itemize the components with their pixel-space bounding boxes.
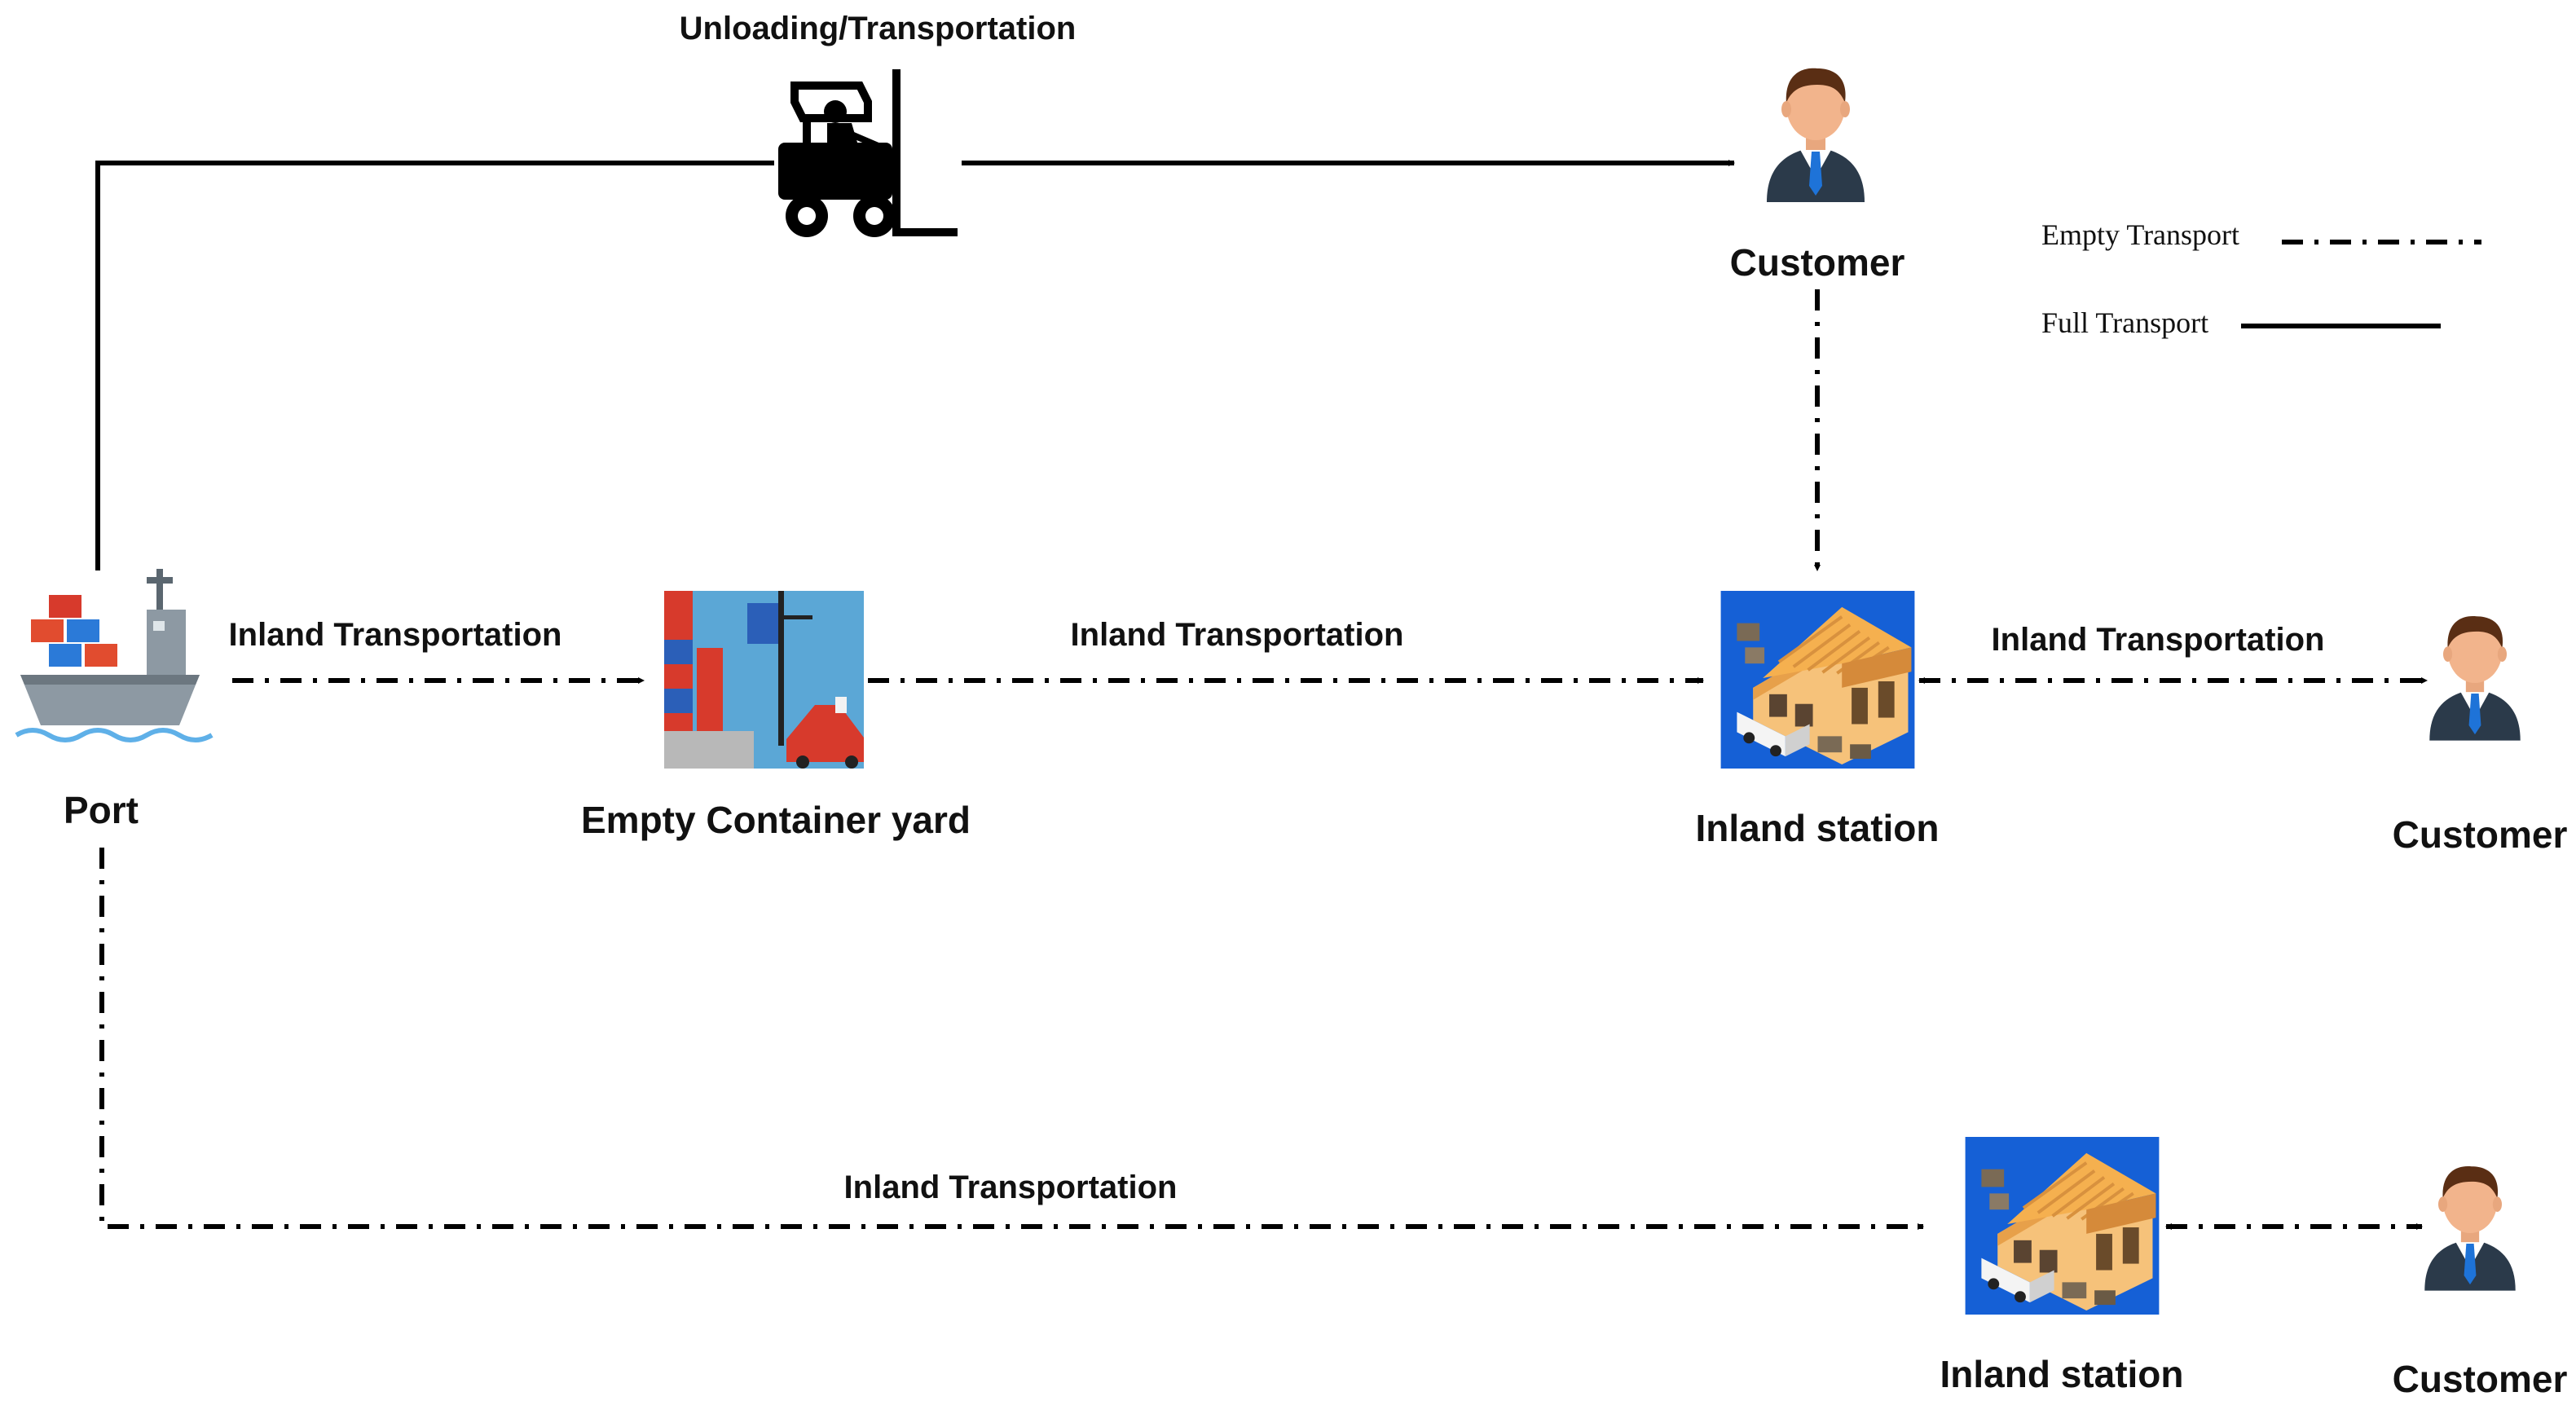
legend: Empty Transport Full Transport	[2041, 218, 2481, 339]
legend-label-empty: Empty Transport	[2041, 218, 2239, 251]
legend-label-full: Full Transport	[2041, 306, 2208, 339]
customer-icon	[2429, 616, 2521, 741]
node-label-customer-top: Customer	[1730, 241, 1905, 284]
node-label-inland-station-2: Inland station	[1940, 1353, 2184, 1395]
edge-label-yard-station: Inland Transportation	[1071, 617, 1404, 653]
empty-transport-edge-port-station2	[99, 848, 1924, 1230]
ship-icon	[15, 569, 214, 742]
full-transport-edge-port-customer	[95, 161, 774, 570]
edge-label-unloading: Unloading/Transportation	[680, 11, 1077, 46]
container-yard-icon	[664, 591, 864, 769]
edge-label-station-customer: Inland Transportation	[1992, 622, 2325, 658]
node-label-port: Port	[64, 789, 139, 831]
node-label-customer-bottom: Customer	[2393, 1358, 2568, 1400]
warehouse-icon	[1721, 591, 1915, 769]
forklift-icon	[778, 69, 958, 237]
edge-label-port-station2: Inland Transportation	[844, 1170, 1178, 1205]
edge-label-port-yard: Inland Transportation	[229, 617, 562, 653]
node-label-inland-station-1: Inland station	[1696, 807, 1940, 849]
customer-icon	[1767, 68, 1865, 202]
node-label-empty-yard: Empty Container yard	[581, 799, 971, 841]
node-label-customer-mid: Customer	[2393, 813, 2568, 856]
warehouse-icon	[1966, 1137, 2160, 1315]
customer-icon	[2424, 1166, 2516, 1291]
